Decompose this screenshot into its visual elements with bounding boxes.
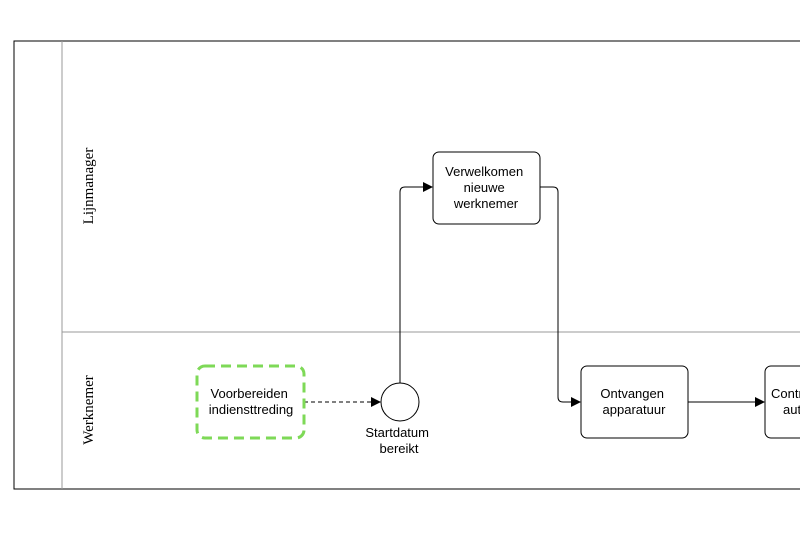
node-voorbereiden[interactable]: Voorbereiden indiensttreding bbox=[195, 364, 306, 440]
task-label-line: indiensttreding bbox=[209, 402, 294, 417]
edges bbox=[304, 182, 765, 407]
task-label-line: aut bbox=[783, 402, 800, 417]
event-label-line: Startdatum bbox=[365, 425, 429, 440]
svg-text:Verwelkomen nieuwe: Verwelkomen nieuwe werknemer bbox=[445, 164, 527, 211]
task-box bbox=[580, 365, 689, 439]
svg-text:Ontvangen apparatuur: Ontvangen apparatuur bbox=[600, 386, 667, 417]
node-startdatum[interactable]: Startdatum bereikt bbox=[365, 382, 432, 456]
pool-border bbox=[13, 40, 800, 490]
task-label-line: Verwelkomen bbox=[445, 164, 523, 179]
svg-text:Voorbereiden indiensttre: Voorbereiden indiensttreding bbox=[209, 386, 294, 417]
task-label-line: nieuwe bbox=[464, 180, 505, 195]
svg-text:Contr aut: Contr aut bbox=[771, 386, 800, 417]
edge-startdatum-verwelkomen bbox=[399, 182, 433, 383]
svg-text:Startdatum bereikt: Startdatum bereikt bbox=[365, 425, 432, 456]
task-label-line: Contr bbox=[771, 386, 800, 401]
event-label-line: bereikt bbox=[379, 441, 418, 456]
intermediate-event-circle bbox=[380, 382, 420, 422]
lane-label-werknemer: Werknemer bbox=[81, 375, 97, 445]
task-label-line: apparatuur bbox=[603, 402, 667, 417]
lane-label-lijnmanager: Lijnmanager bbox=[81, 148, 97, 225]
task-label-line: Ontvangen bbox=[600, 386, 664, 401]
pool: Lijnmanager Werknemer bbox=[13, 40, 800, 490]
node-controleren[interactable]: Contr aut bbox=[764, 365, 800, 439]
node-verwelkomen[interactable]: Verwelkomen nieuwe werknemer bbox=[432, 151, 541, 225]
task-label-line: werknemer bbox=[453, 196, 519, 211]
node-ontvangen[interactable]: Ontvangen apparatuur bbox=[580, 365, 689, 439]
task-label-line: Voorbereiden bbox=[211, 386, 288, 401]
task-box bbox=[764, 365, 800, 439]
task-box-dashed bbox=[195, 364, 306, 440]
task-box bbox=[432, 151, 541, 225]
edge-verwelkomen-ontvangen bbox=[540, 186, 581, 407]
